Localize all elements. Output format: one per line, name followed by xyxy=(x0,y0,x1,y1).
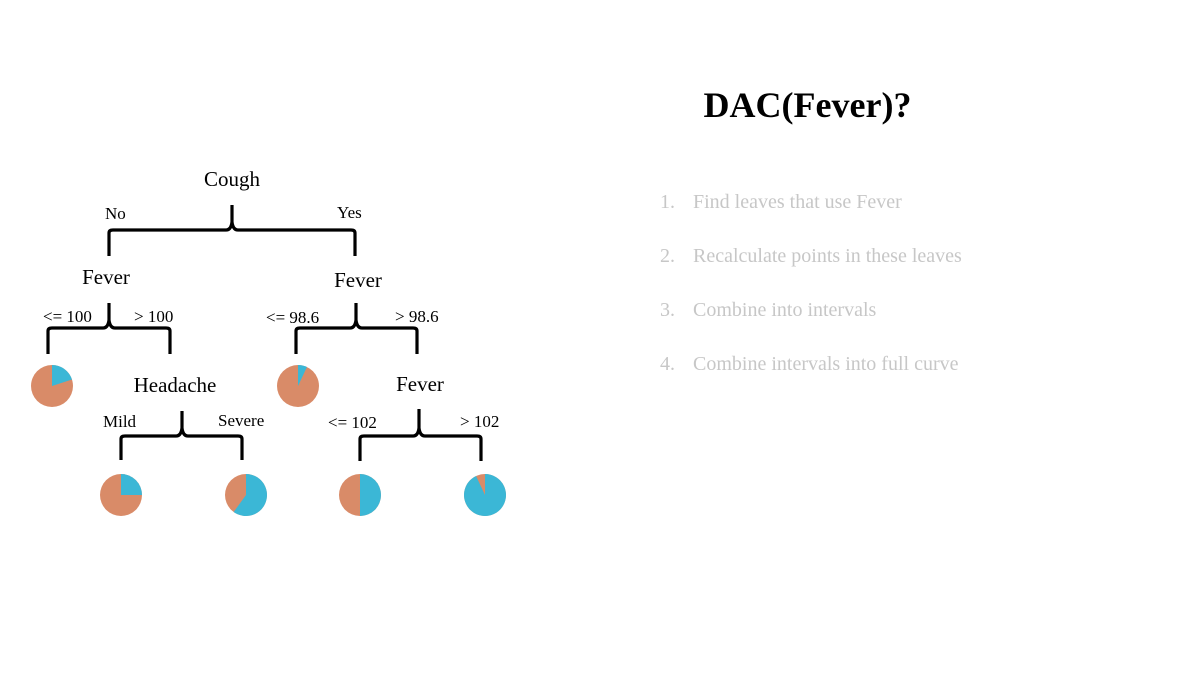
bracket-cough xyxy=(107,205,357,256)
steps-list: 1. Find leaves that use Fever 2. Recalcula… xyxy=(660,188,962,404)
leaf-headache-severe-pie xyxy=(225,474,268,516)
node-fever-left: Fever xyxy=(82,265,130,289)
edge-label-mild: Mild xyxy=(103,412,137,431)
leaf-headache-mild-pie xyxy=(100,474,142,516)
leaf-cough-no-fever-low-pie xyxy=(31,365,73,407)
node-fever-102: Fever xyxy=(396,372,444,396)
step-number: 1. xyxy=(660,191,675,213)
bracket-fever-102 xyxy=(358,409,483,461)
node-headache: Headache xyxy=(134,373,217,397)
step-text: Combine into intervals xyxy=(693,299,877,321)
leaf-headache-severe-slice-b xyxy=(233,474,268,516)
leaf-cough-yes-fever-low-slice-b xyxy=(298,365,307,386)
edge-label-gt-102: > 102 xyxy=(460,412,499,431)
leaf-fever-102-high-pie xyxy=(464,474,507,517)
leaf-fever-102-high-slice-b xyxy=(464,474,507,517)
edge-label-le-100: <= 100 xyxy=(43,307,92,326)
leaf-cough-yes-fever-low-pie xyxy=(277,365,319,407)
step-item: 2. Recalculate points in these leaves xyxy=(660,242,962,296)
slide-title: DAC(Fever)? xyxy=(703,85,912,125)
bracket-fever-right xyxy=(294,303,419,354)
step-number: 2. xyxy=(660,245,675,267)
node-fever-right: Fever xyxy=(334,268,382,292)
edge-label-severe: Severe xyxy=(218,411,264,430)
leaf-fever-102-low-slice-b xyxy=(360,474,381,516)
step-number: 3. xyxy=(660,299,675,321)
step-item: 1. Find leaves that use Fever xyxy=(660,188,962,242)
step-item: 3. Combine into intervals xyxy=(660,296,962,350)
edge-label-gt-98-6: > 98.6 xyxy=(395,307,439,326)
leaf-pies xyxy=(31,365,507,517)
step-text: Recalculate points in these leaves xyxy=(693,245,962,267)
step-text: Find leaves that use Fever xyxy=(693,191,902,213)
leaf-headache-mild-slice-b xyxy=(121,474,142,495)
node-cough: Cough xyxy=(204,167,261,191)
bracket-fever-left xyxy=(46,303,172,354)
edge-label-no: No xyxy=(105,204,126,223)
bracket-headache xyxy=(119,411,244,460)
step-number: 4. xyxy=(660,353,675,375)
step-text: Combine intervals into full curve xyxy=(693,353,959,375)
edge-label-yes: Yes xyxy=(337,203,362,222)
edge-label-le-98-6: <= 98.6 xyxy=(266,308,319,327)
leaf-cough-no-fever-low-slice-b xyxy=(52,365,72,386)
edge-label-gt-100: > 100 xyxy=(134,307,173,326)
step-item: 4. Combine intervals into full curve xyxy=(660,350,962,404)
leaf-fever-102-low-pie xyxy=(339,474,381,516)
edge-label-le-102: <= 102 xyxy=(328,413,377,432)
